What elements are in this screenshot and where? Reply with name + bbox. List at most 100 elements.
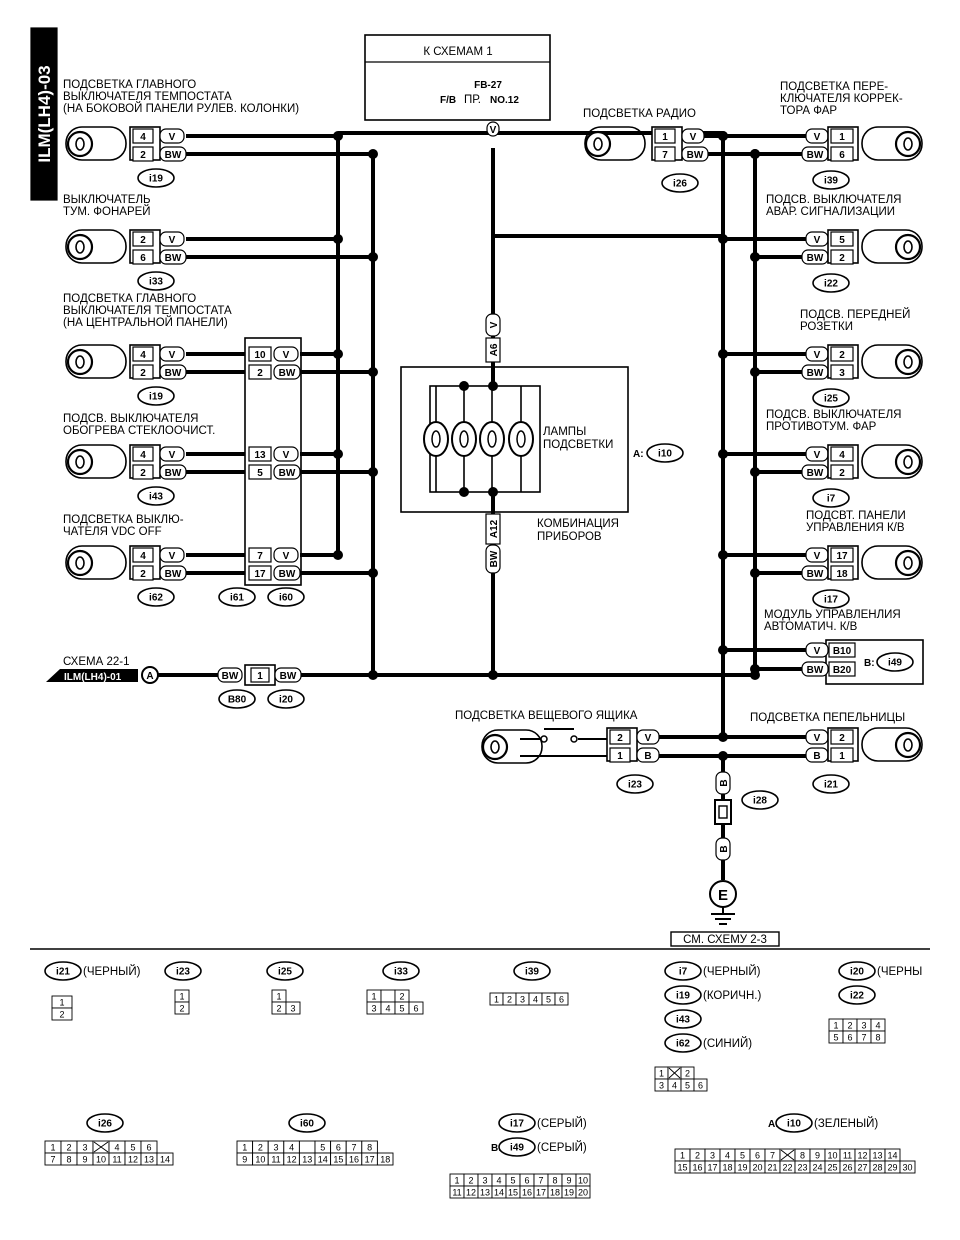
wire-color: BW [807,368,824,379]
legend-pin-number: 28 [872,1163,882,1173]
lamp-housing [861,126,923,161]
connector-i33-oval [137,271,175,291]
legend-color-note: (СЕРЫЙ) [537,1141,587,1154]
pin-number: 2 [140,569,146,580]
connector-i43: i43 [149,492,163,503]
legend-pin-number: 17 [707,1163,717,1173]
legend-pin-number: 15 [333,1155,343,1165]
wire-color: V [283,450,290,461]
legend-pin-number: 1 [454,1176,459,1186]
legend-color-note: (КОРИЧН.) [703,990,761,1002]
wire-color: V [169,132,176,143]
pin-cell [485,337,501,363]
lamp-filament-icon [431,430,441,448]
left-device-label: ТУМ. ФОНАРЕЙ [63,205,151,218]
right-device-label: ТОРА ФАР [780,105,837,117]
pin-number: 5 [839,235,845,246]
legend-pin-number: 2 [179,1004,184,1014]
pin-cell [654,128,676,144]
connector-i28-oval [741,790,779,810]
legend-pin-number: 1 [276,992,281,1002]
legend-pin-cell [380,989,396,1003]
lamp-icon [481,733,509,761]
legend-pin-number: 5 [685,1081,690,1091]
wire-color: BW [165,150,182,161]
connector-i39: i39 [824,176,838,187]
wire-color: V [814,132,821,143]
connector-i61-oval [218,587,256,607]
lamps-label: ЛАМПЫ [543,426,586,438]
legend-pin-number: 6 [413,1004,418,1014]
top-box [364,34,551,121]
legend-pin-number: 16 [349,1155,359,1165]
legend-pin-cell [51,1007,73,1021]
ground-connector-inner [718,805,728,819]
connector-i17: i17 [824,595,838,606]
connector-i60-oval [267,587,305,607]
legend-connector-i22: i22 [850,991,864,1002]
junction-dot [368,568,378,578]
left-device-label: ЧАТЕЛЯ VDC OFF [63,526,162,538]
pin-cell [830,729,854,745]
legend-pin-number: 18 [722,1163,732,1173]
connector-i17-oval [812,589,850,609]
wire-color-tag [159,446,185,462]
side-tab-label: ILM(LH4)-03 [35,65,54,162]
pin-cell [828,642,856,658]
pin-cell [830,128,854,144]
legend-pin-number: 10 [578,1176,588,1186]
legend-pin-number: 2 [59,1010,64,1020]
wire-color: V [283,350,290,361]
legend-pin-number: 1 [833,1021,838,1031]
right-device-label: АВАР. СИГНАЛИЗАЦИИ [766,206,895,218]
junction-dot [333,349,343,359]
module-label: АВТОМАТИЧ. К/В [764,621,858,633]
pin-number: 17 [254,569,266,580]
lamp-icon [894,549,922,577]
wire-color: V [814,235,821,246]
legend-pin-number: 14 [494,1188,504,1198]
pin-number: 4 [140,551,146,562]
legend-pin-number: 1 [494,995,499,1005]
pin-number: 1 [662,132,668,143]
junction-dot [488,381,498,391]
legend-pin-number: 3 [82,1143,87,1153]
lamp-filament-icon [903,240,913,254]
pin-cell [132,446,154,462]
legend-connector-i49: i49 [510,1143,524,1154]
legend-connector-i62: i62 [676,1039,690,1050]
lamp-icon [423,421,449,457]
legend-pin-number: 1 [59,998,64,1008]
wire-color-tag [486,121,500,137]
legend-pin-number: 3 [710,1151,715,1161]
legend-pin-number: 19 [737,1163,747,1173]
legend-pin-number: 27 [857,1163,867,1173]
connector-i10: i10 [658,449,672,460]
legend-pin-number: 13 [872,1151,882,1161]
pin-cell [248,565,272,581]
connector-i43-oval [137,486,175,506]
legend-connector-i26-oval [86,1113,124,1133]
legend-connector-i33-oval [382,961,420,981]
legend-pin-cell [174,1001,190,1015]
legend-connector-i43: i43 [676,1015,690,1026]
lamp-icon [894,130,922,158]
legend-color-note: (СЕРЫЙ) [537,1117,587,1130]
legend-connector-i20-oval [838,961,876,981]
pin-number: 10 [254,350,266,361]
combination-prefix: A: [633,449,644,460]
pin-number: A12 [489,519,500,538]
wire-color: V [169,350,176,361]
legend-connector-i19: i19 [676,991,690,1002]
lamp-housing [65,545,127,580]
lamp-housing [861,545,923,580]
connector-i23: i23 [628,780,642,791]
connector-b80: B80 [228,695,247,706]
legend-pin-number: 14 [318,1155,328,1165]
lamp-icon [584,130,612,158]
legend-pin-cell [554,992,569,1006]
pin-number: 17 [836,551,848,562]
legend-pin-number: 26 [842,1163,852,1173]
legend-pin-number: 29 [887,1163,897,1173]
